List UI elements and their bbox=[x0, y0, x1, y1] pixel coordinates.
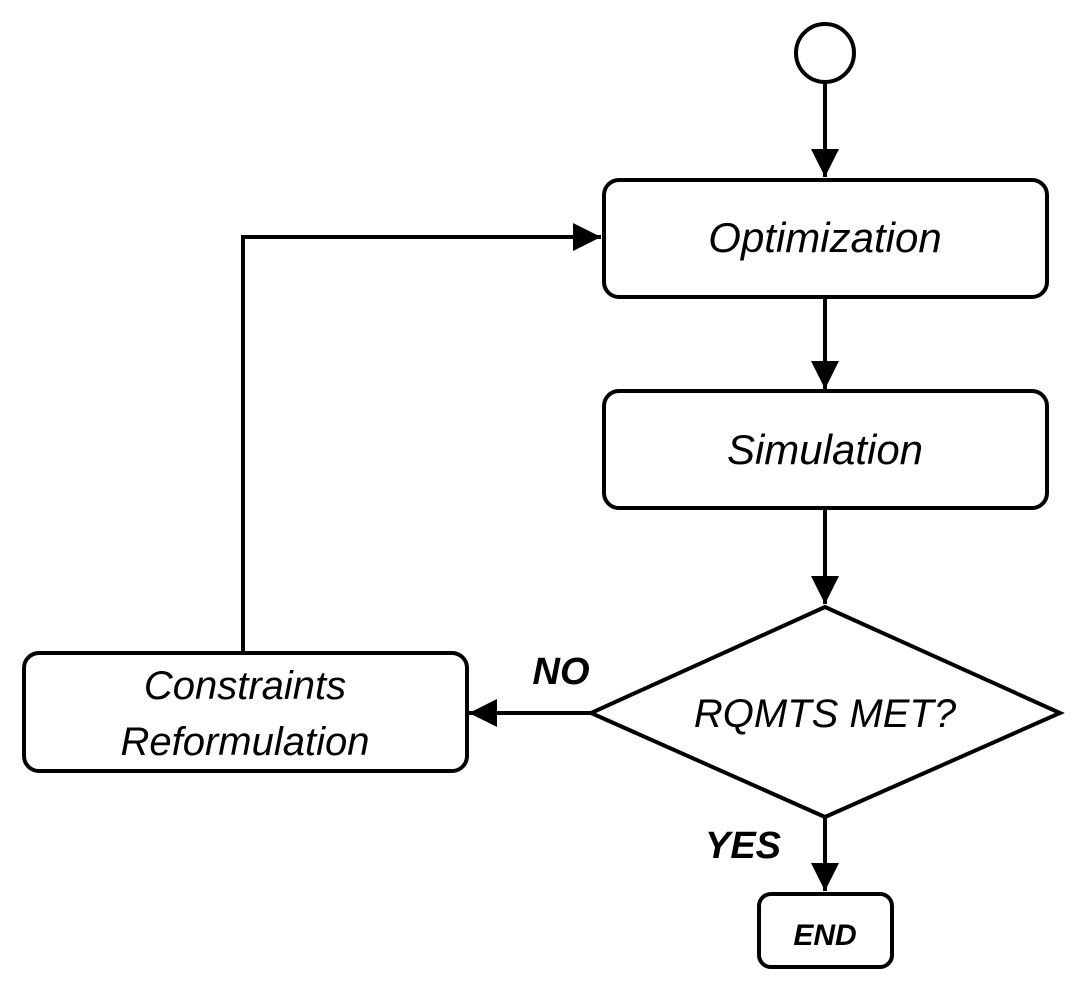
decision-node: RQMTS MET? bbox=[586, 604, 1065, 820]
end-node: END bbox=[757, 892, 894, 969]
optimization-label: Optimization bbox=[708, 214, 941, 261]
simulation-node: Simulation bbox=[602, 389, 1049, 510]
no-label: NO bbox=[533, 651, 590, 693]
constraints-label-line-1: Constraints bbox=[144, 664, 346, 708]
constraints-box bbox=[22, 651, 469, 773]
optimization-box bbox=[602, 178, 1049, 299]
simulation-box bbox=[602, 389, 1049, 510]
edge-constraints-to-optimization bbox=[241, 223, 601, 653]
yes-label: YES bbox=[705, 825, 781, 867]
simulation-label: Simulation bbox=[727, 426, 923, 473]
decision-label: RQMTS MET? bbox=[694, 692, 957, 736]
constraints-label-line-2: Reformulation bbox=[120, 720, 369, 764]
constraints-node: Constraints Reformulation bbox=[22, 651, 469, 773]
end-label: END bbox=[793, 919, 856, 952]
start-node bbox=[794, 22, 856, 84]
optimization-node: Optimization bbox=[602, 178, 1049, 299]
end-box bbox=[757, 892, 894, 969]
